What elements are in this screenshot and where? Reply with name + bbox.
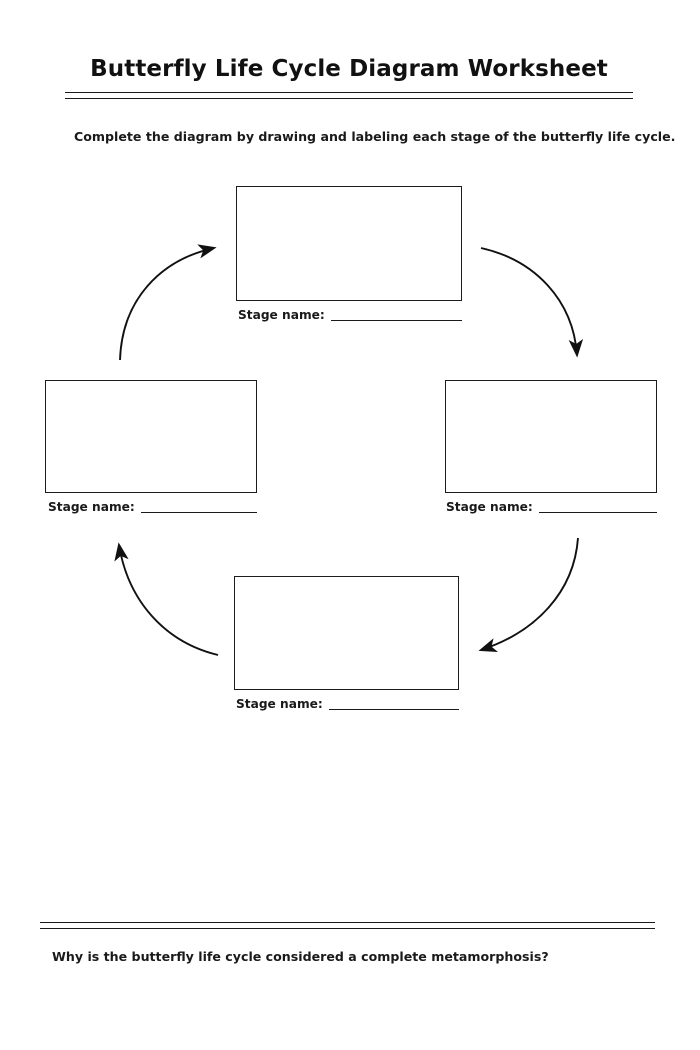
stage-top: Stage name:: [236, 186, 462, 321]
stage-left-label-row: Stage name:: [48, 501, 257, 513]
stage-top-drawing-area[interactable]: [236, 186, 462, 301]
stage-bottom: Stage name:: [234, 576, 459, 710]
stage-top-label-row: Stage name:: [238, 309, 462, 321]
arrow-top-to-right: [480, 247, 584, 358]
stage-bottom-answer-blank[interactable]: [328, 698, 459, 711]
stage-top-answer-blank[interactable]: [330, 309, 462, 322]
footer-divider: [40, 922, 655, 929]
stage-right-label-row: Stage name:: [446, 501, 657, 513]
stage-left-drawing-area[interactable]: [45, 380, 257, 493]
stage-left-answer-blank[interactable]: [140, 501, 257, 514]
stage-bottom-drawing-area[interactable]: [234, 576, 459, 690]
stage-right-label: Stage name:: [446, 500, 533, 514]
page-title: Butterfly Life Cycle Diagram Worksheet: [90, 56, 608, 82]
stage-top-label: Stage name:: [238, 308, 325, 322]
arrow-right-to-bottom: [478, 537, 579, 653]
stage-right-answer-blank[interactable]: [538, 501, 657, 514]
arrow-bottom-to-left: [114, 542, 219, 656]
stage-left-label: Stage name:: [48, 500, 135, 514]
header-divider: [65, 92, 633, 99]
arrow-left-to-top: [119, 244, 217, 361]
stage-right: Stage name:: [445, 380, 657, 513]
life-cycle-diagram: Stage name: Stage name: Stage name: Stag…: [0, 160, 700, 740]
stage-left: Stage name:: [45, 380, 257, 513]
stage-bottom-label: Stage name:: [236, 697, 323, 711]
stage-right-drawing-area[interactable]: [445, 380, 657, 493]
stage-bottom-label-row: Stage name:: [236, 698, 459, 710]
footer-question: Why is the butterfly life cycle consider…: [52, 949, 549, 964]
instruction-text: Complete the diagram by drawing and labe…: [74, 129, 676, 144]
